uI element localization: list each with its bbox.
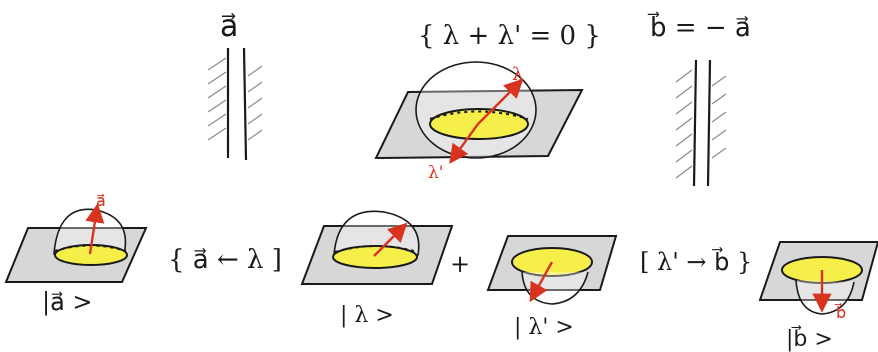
- brace-a-lambda: { a⃗ ← λ ]: [168, 245, 282, 275]
- state-a-figure: [6, 208, 146, 282]
- label-arrow-a: a⃗: [96, 191, 106, 210]
- state-lambda-figure: [302, 211, 452, 284]
- plus-sign: +: [450, 250, 470, 278]
- state-lambda-prime-figure: [488, 236, 616, 304]
- bracket-lambda-b: [ λ' → b⃗ }: [640, 247, 752, 276]
- label-vec-a: a⃗: [220, 9, 238, 44]
- label-constraint: { λ + λ' = 0 }: [418, 21, 601, 51]
- polarizer-b: [676, 60, 726, 186]
- polarizer-a: [208, 48, 262, 160]
- label-lambda-prime: λ': [428, 163, 443, 183]
- ket-lambda: | λ >: [340, 303, 394, 328]
- label-vec-b-eq: b⃗ = − a⃗: [647, 11, 751, 43]
- ket-b: |b⃗ >: [786, 325, 833, 352]
- label-arrow-b: b⃗: [834, 302, 846, 322]
- central-sphere-figure: [376, 62, 582, 160]
- ket-lambda-prime: | λ' >: [514, 315, 574, 340]
- state-b-figure: [760, 242, 878, 314]
- label-lambda: λ: [512, 64, 523, 85]
- ket-a: |a⃗ >: [42, 288, 93, 317]
